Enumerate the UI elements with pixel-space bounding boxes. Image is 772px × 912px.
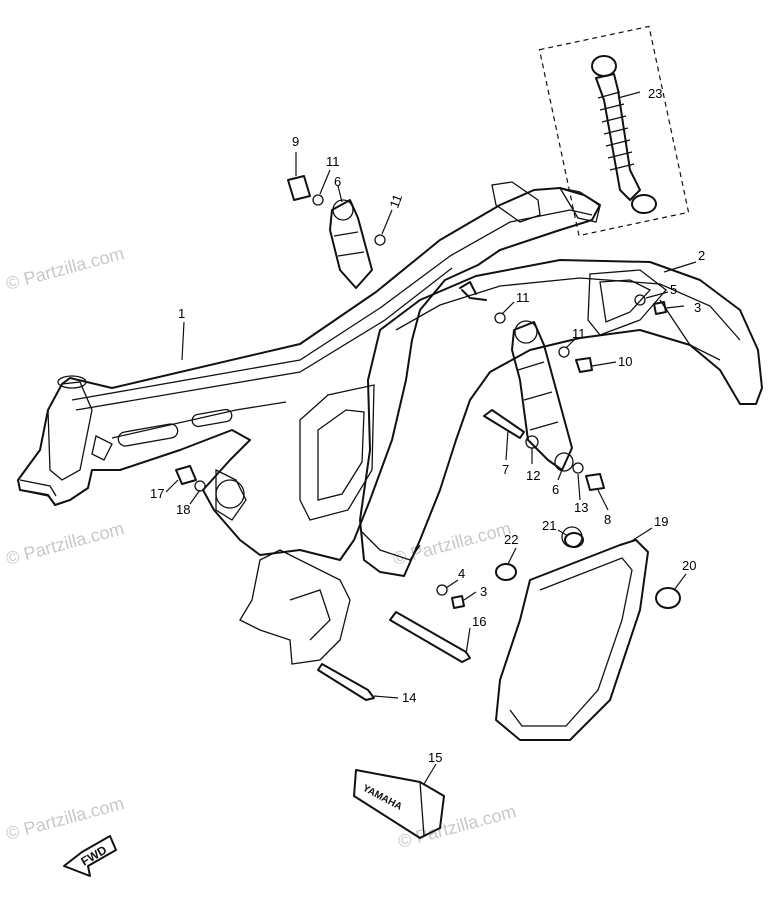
callout-18: 18 — [176, 502, 190, 517]
bolt-16 — [389, 611, 471, 663]
nut-8 — [585, 473, 605, 491]
watermark-3: © Partzilla.com — [391, 518, 513, 569]
callout-8: 8 — [604, 512, 611, 527]
callout-9: 9 — [292, 134, 299, 149]
washer-11-shock — [374, 234, 386, 246]
bolt-7 — [483, 409, 525, 439]
callout-11-mid: 11 — [516, 290, 530, 305]
callout-20: 20 — [682, 558, 696, 573]
washer-13 — [572, 462, 584, 474]
washer-12 — [525, 435, 539, 449]
washer-11-mid — [494, 312, 506, 324]
callout-11-top: 11 — [326, 154, 340, 169]
rear-fender-part — [359, 259, 763, 577]
washer-18 — [194, 480, 206, 492]
nut-10 — [575, 357, 593, 373]
left-shock-part — [329, 199, 373, 289]
fwd-label: FWD — [79, 843, 110, 869]
grommet-22 — [495, 563, 517, 581]
washer-11-right — [558, 346, 570, 358]
callout-5: 5 — [670, 282, 677, 297]
leader-lines — [165, 91, 697, 785]
callout-2: 2 — [698, 248, 705, 263]
washer-5 — [634, 294, 646, 306]
callout-6-upper: 6 — [334, 174, 341, 189]
callout-17: 17 — [150, 486, 164, 501]
bushing-9 — [287, 175, 311, 201]
callout-11-shock: 11 — [386, 192, 405, 210]
bushing-17 — [175, 465, 197, 485]
callout-14: 14 — [402, 690, 416, 705]
callout-3-lower: 3 — [480, 584, 487, 599]
callout-19: 19 — [654, 514, 668, 529]
callout-10: 10 — [618, 354, 632, 369]
callout-12: 12 — [526, 468, 540, 483]
callout-16: 16 — [472, 614, 486, 629]
callout-11-right: 11 — [572, 326, 586, 341]
callout-4: 4 — [458, 566, 465, 581]
fwd-arrow: FWD — [63, 835, 117, 877]
bolt-3-upper — [653, 301, 667, 315]
grommet-20 — [655, 587, 681, 609]
washer-11-top — [312, 194, 324, 206]
watermark-2: © Partzilla.com — [4, 518, 126, 569]
washer-4 — [436, 584, 448, 596]
callout-7: 7 — [502, 462, 509, 477]
o-ring-21 — [564, 532, 584, 548]
shock-detail-box — [538, 25, 690, 237]
callout-23: 23 — [648, 86, 662, 101]
callouts: 1 2 3 3 4 5 6 6 7 8 9 10 11 11 11 11 12 … — [150, 86, 705, 765]
detail-shock-part — [591, 55, 657, 214]
watermark-1: © Partzilla.com — [4, 243, 126, 294]
callout-3-upper: 3 — [694, 300, 701, 315]
callout-13: 13 — [574, 500, 588, 515]
bolt-14 — [317, 663, 375, 701]
callout-22: 22 — [504, 532, 518, 547]
frame-part — [17, 181, 601, 665]
watermark-5: © Partzilla.com — [396, 801, 518, 852]
stud-frame — [459, 281, 487, 301]
side-cover-part — [495, 526, 649, 741]
emblem-text: YAMAHA — [361, 783, 404, 813]
bolt-3-lower — [451, 595, 465, 609]
callout-1: 1 — [178, 306, 185, 321]
callout-6-lower: 6 — [552, 482, 559, 497]
callout-15: 15 — [428, 750, 442, 765]
center-shock-part — [511, 320, 574, 472]
hardware — [175, 175, 681, 701]
callout-21: 21 — [542, 518, 556, 533]
